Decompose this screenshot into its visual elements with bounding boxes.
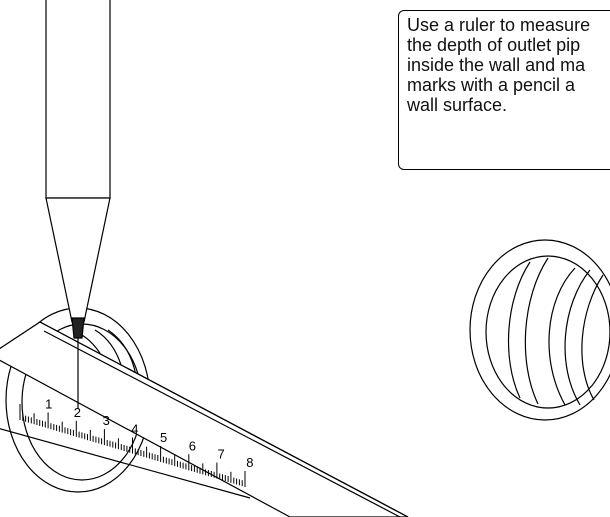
ruler-number: 3 — [103, 413, 110, 428]
ruler-number: 4 — [131, 422, 138, 437]
ruler-number: 6 — [189, 438, 196, 453]
ruler-number: 8 — [246, 455, 253, 470]
ruler-number: 7 — [218, 447, 225, 462]
instruction-line: marks with a pencil a — [407, 75, 576, 95]
instruction-line: inside the wall and ma — [407, 55, 586, 75]
pencil — [45, 0, 111, 408]
ruler-numbers: 1 2 3 4 5 6 7 8 — [45, 396, 253, 470]
instruction-callout: Use a ruler to measure the depth of outl… — [398, 10, 610, 170]
ruler: 1 2 3 4 5 6 7 8 — [0, 321, 409, 517]
ruler-number: 2 — [74, 405, 81, 420]
outlet-pipe-right — [469, 239, 610, 421]
ruler-ticks — [19, 404, 246, 487]
instruction-line: wall surface. — [407, 95, 508, 115]
instruction-line: Use a ruler to measure — [407, 15, 591, 35]
ruler-number: 1 — [45, 396, 52, 411]
ruler-number: 5 — [160, 430, 167, 445]
pencil-lead — [71, 317, 85, 339]
instruction-line: the depth of outlet pip — [407, 35, 581, 55]
